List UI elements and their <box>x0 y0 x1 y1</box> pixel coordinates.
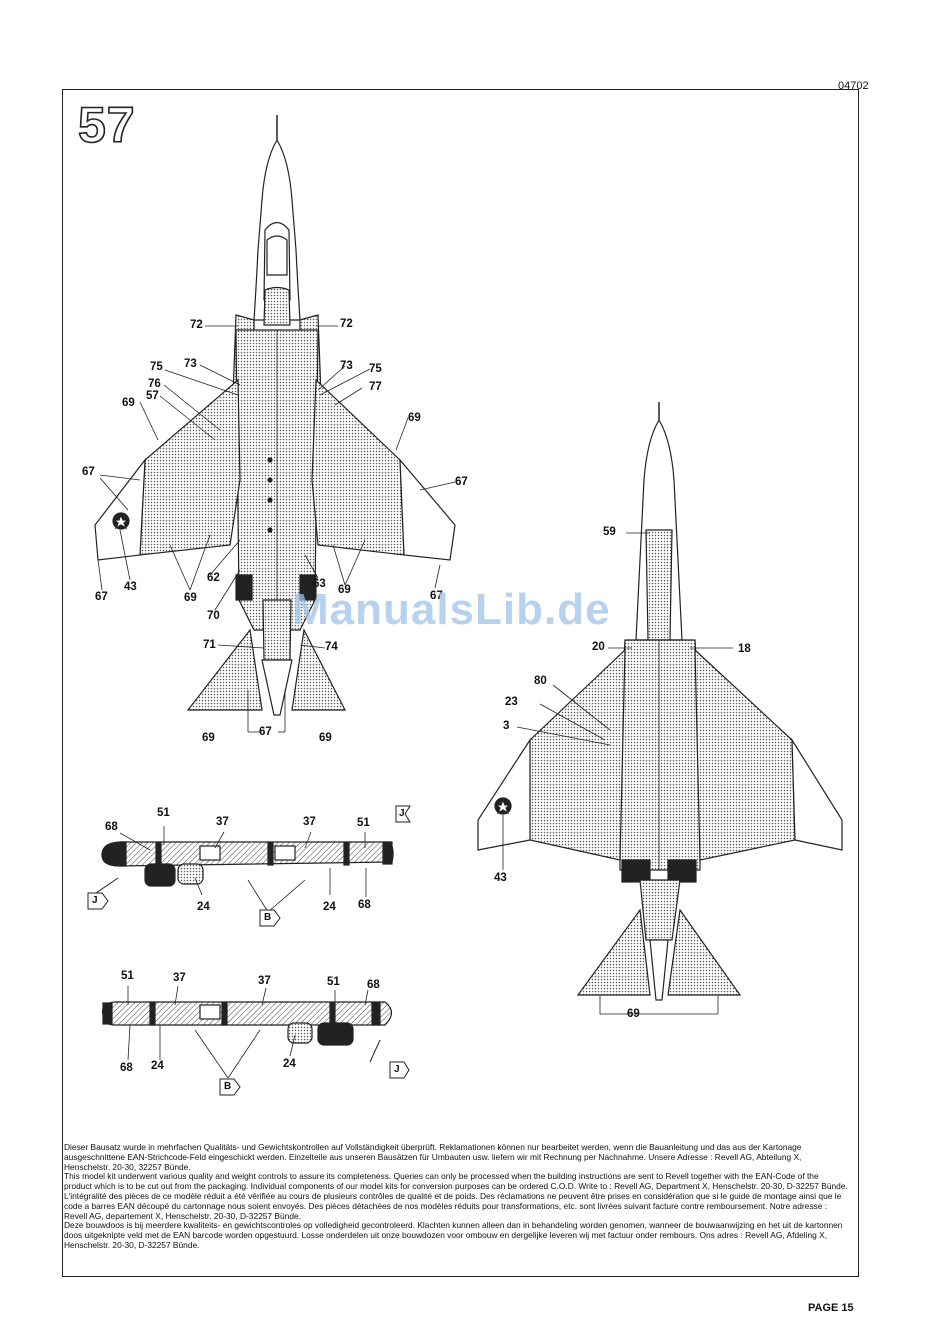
callout-label: 80 <box>534 675 547 687</box>
callout-label: 77 <box>369 381 382 393</box>
callout-label: 51 <box>157 807 170 819</box>
aircraft-top-view <box>94 115 456 716</box>
callout-label: 69 <box>627 1008 640 1020</box>
page-number: PAGE 15 <box>808 1302 854 1314</box>
callout-label: 18 <box>738 643 751 655</box>
callout-label: 57 <box>146 390 159 402</box>
leader-lines-top <box>97 325 456 733</box>
callout-label: 69 <box>338 584 351 596</box>
callout-label: 69 <box>184 592 197 604</box>
callout-label: 67 <box>82 466 95 478</box>
callout-label: 51 <box>357 817 370 829</box>
reference-flags <box>87 805 411 1096</box>
watermark: ManualsLib.de <box>292 585 611 634</box>
disclaimer-block: Dieser Bausatz wurde in mehrfachen Quali… <box>64 1142 848 1251</box>
callout-label: 68 <box>367 979 380 991</box>
callout-label: 3 <box>503 720 510 732</box>
aircraft-bottom-view <box>477 402 843 1001</box>
callout-label: 70 <box>207 610 220 622</box>
callout-label: 75 <box>150 361 163 373</box>
callout-label: 37 <box>173 972 186 984</box>
callout-label: 67 <box>95 591 108 603</box>
flag-label: J <box>394 1064 400 1075</box>
callout-label: 67 <box>259 726 272 738</box>
callout-label: 37 <box>258 975 271 987</box>
leader-lines-bottom <box>502 532 733 1015</box>
callout-label: 63 <box>313 578 326 590</box>
disclaimer-de: Dieser Bausatz wurde in mehrfachen Quali… <box>64 1142 802 1172</box>
callout-label: 73 <box>184 358 197 370</box>
callout-label: 51 <box>121 970 134 982</box>
callout-label: 76 <box>148 378 161 390</box>
leader-lines-tank-1 <box>119 826 367 913</box>
disclaimer-en: This model kit underwent various quality… <box>64 1171 848 1192</box>
callout-label: 51 <box>327 976 340 988</box>
step-number: 57 <box>77 96 136 154</box>
instruction-frame <box>62 89 859 1277</box>
callout-label: 71 <box>203 639 216 651</box>
callout-label: 73 <box>340 360 353 372</box>
callout-label: 24 <box>197 901 210 913</box>
callout-label: 24 <box>283 1058 296 1070</box>
callout-label: 74 <box>325 641 338 653</box>
flag-label: J <box>399 808 405 819</box>
flag-label: B <box>224 1081 232 1092</box>
flag-label: B <box>264 912 272 923</box>
callout-label: 68 <box>120 1062 133 1074</box>
leader-lines-tank-2 <box>127 985 369 1079</box>
callout-label: 24 <box>151 1060 164 1072</box>
callout-label: 68 <box>105 821 118 833</box>
callout-label: 37 <box>216 816 229 828</box>
disclaimer-nl: Deze bouwdoos is bij meerdere kwaliteits… <box>64 1220 843 1250</box>
callout-label: 72 <box>340 318 353 330</box>
fuel-tank-assembly-2 <box>101 1001 393 1046</box>
callout-label: 69 <box>202 732 215 744</box>
callout-label: 72 <box>190 319 203 331</box>
callout-label: 67 <box>455 476 468 488</box>
callout-label: 43 <box>494 872 507 884</box>
callout-label: 75 <box>369 363 382 375</box>
callout-label: 20 <box>592 641 605 653</box>
fuel-tank-assembly-1 <box>101 841 394 887</box>
callout-label: 68 <box>358 899 371 911</box>
callout-label: 69 <box>319 732 332 744</box>
callout-label: 37 <box>303 816 316 828</box>
flag-label: J <box>92 895 98 906</box>
callout-label: 43 <box>124 581 137 593</box>
callout-label: 24 <box>323 901 336 913</box>
callout-label: 69 <box>122 397 135 409</box>
disclaimer-fr: L'intégralité des pièces de ce modèle ré… <box>64 1190 842 1221</box>
callout-label: 59 <box>603 526 616 538</box>
callout-label: 62 <box>207 572 220 584</box>
callout-label: 67 <box>430 590 443 602</box>
callout-label: 69 <box>408 412 421 424</box>
callout-label: 23 <box>505 696 518 708</box>
